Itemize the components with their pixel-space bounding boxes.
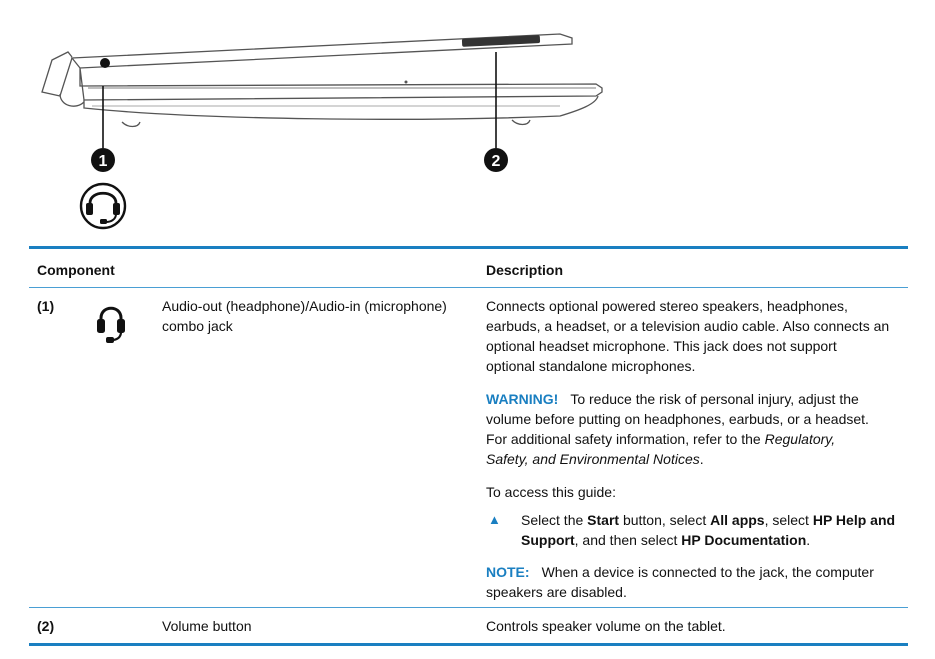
warning-line2: volume before putting on headphones, ear… [486, 411, 869, 427]
note-line2: speakers are disabled. [486, 584, 627, 600]
row1-component-line2: combo jack [162, 318, 233, 334]
row1-number: (1) [37, 298, 55, 314]
header-description: Description [486, 262, 564, 278]
headset-icon [79, 182, 127, 230]
row1-desc-line1: Connects optional powered stereo speaker… [486, 298, 848, 314]
step-line1: Select the Start button, select All apps… [521, 512, 896, 528]
triangle-bullet-icon: ▲ [488, 512, 501, 527]
header-component: Component [37, 262, 115, 278]
regulatory-title: Regulatory, [764, 431, 836, 447]
row1-desc-line4: optional standalone microphones. [486, 358, 696, 374]
table-bottom-rule [29, 643, 908, 646]
row1-desc-line3: optional headset microphone. This jack d… [486, 338, 837, 354]
header-divider [29, 287, 908, 288]
access-guide-text: To access this guide: [486, 484, 616, 500]
callout-1: 1 [91, 148, 115, 172]
note-label: NOTE: [486, 564, 530, 580]
svg-text:2: 2 [492, 153, 501, 170]
tablet-side-illustration: 1 2 [41, 33, 603, 230]
row1-desc-line2: earbuds, a headset, or a television audi… [486, 318, 890, 334]
regulatory-title-cont: Safety, and Environmental Notices [486, 451, 700, 467]
headset-icon [97, 306, 125, 343]
volume-button-shape [461, 35, 541, 47]
callout-2: 2 [484, 148, 508, 172]
row2-component: Volume button [162, 618, 252, 634]
warning-line3: For additional safety information, refer… [486, 431, 836, 447]
step-line2: Support, and then select HP Documentatio… [521, 532, 811, 548]
row-divider [29, 607, 908, 608]
row2-number: (2) [37, 618, 55, 634]
warning-line4: Safety, and Environmental Notices. [486, 451, 704, 467]
row1-component-line1: Audio-out (headphone)/Audio-in (micropho… [162, 298, 447, 314]
row2-description: Controls speaker volume on the tablet. [486, 618, 726, 634]
note-line1: NOTE:When a device is connected to the j… [486, 564, 874, 580]
svg-text:1: 1 [99, 153, 108, 170]
audio-jack-hole [100, 58, 110, 68]
warning-label: WARNING! [486, 391, 559, 407]
warning-line1: WARNING!To reduce the risk of personal i… [486, 391, 859, 407]
table-top-rule [29, 246, 908, 249]
